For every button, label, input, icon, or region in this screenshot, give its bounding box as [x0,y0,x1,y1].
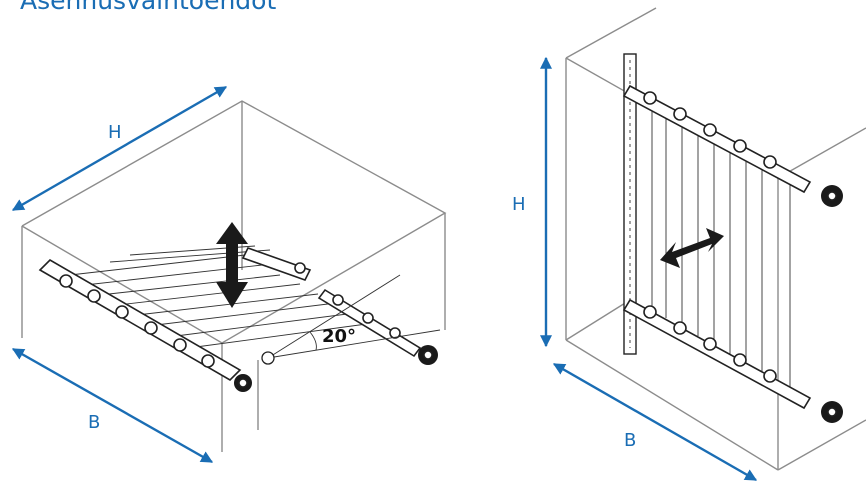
right-height-label: H [512,194,526,215]
left-installation: 20° H B [11,85,447,464]
left-height-label: H [108,122,122,143]
right-width-label: B [624,430,636,451]
right-width-dimension-arrow [552,362,758,482]
left-width-label: B [88,412,100,433]
left-back-manifold [241,247,438,365]
right-installation: H B [512,7,866,482]
horizontal-adjust-arrow [660,228,724,268]
angle-label: 20° [322,326,356,347]
right-bottom-manifold [622,298,843,423]
right-top-manifold [622,84,843,207]
left-height-dimension-arrow [11,85,228,212]
vertical-adjust-arrow [216,222,248,308]
angle-indicator [261,274,441,365]
left-front-manifold [38,258,252,392]
left-width-dimension-arrow [11,347,214,464]
page-title: Asennusvaihtoehdot [20,0,277,15]
